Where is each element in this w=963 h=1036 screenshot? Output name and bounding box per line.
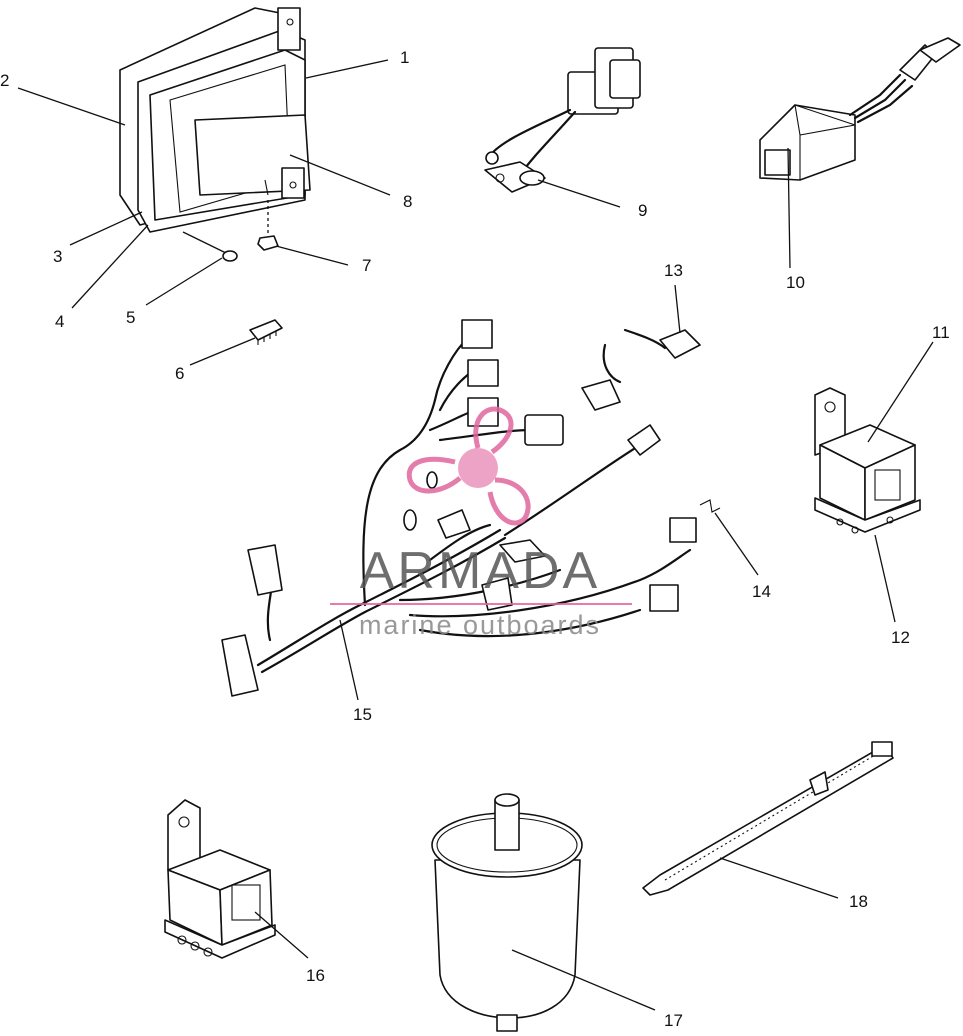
watermark: ARMADA marine outboards — [330, 406, 632, 640]
watermark-tagline: marine outboards — [359, 610, 601, 640]
ecu-module — [119, 7, 311, 233]
relay-11 — [814, 387, 921, 534]
callout-1: 1 — [400, 48, 409, 67]
module-10 — [759, 37, 961, 181]
callout-11: 11 — [932, 323, 950, 342]
callout-labels: 1 2 3 4 5 6 7 8 9 10 11 12 13 14 15 16 1… — [0, 48, 950, 1030]
callout-14: 14 — [752, 582, 771, 601]
callout-12: 12 — [891, 628, 910, 647]
callout-15: 15 — [353, 705, 372, 724]
callout-9: 9 — [638, 201, 647, 220]
connector-13 — [581, 328, 701, 411]
fuel-filter — [431, 793, 583, 1032]
sensor-connector — [484, 47, 641, 193]
callout-5: 5 — [126, 308, 135, 327]
watermark-brand: ARMADA — [360, 542, 600, 600]
callout-10: 10 — [786, 273, 805, 292]
relay-16 — [164, 799, 276, 959]
watermark-logo — [406, 406, 531, 526]
cable-tie — [642, 741, 894, 896]
callout-3: 3 — [53, 247, 62, 266]
callout-4: 4 — [55, 312, 64, 331]
leader-lines — [17, 59, 934, 1011]
clip-14 — [699, 499, 721, 513]
callout-13: 13 — [664, 261, 683, 280]
chip — [249, 319, 283, 345]
callout-2: 2 — [0, 71, 9, 90]
callout-8: 8 — [403, 192, 412, 211]
callout-6: 6 — [175, 364, 184, 383]
nut — [257, 200, 279, 251]
screw — [182, 231, 238, 262]
callout-17: 17 — [664, 1011, 683, 1030]
callout-7: 7 — [362, 256, 371, 275]
callout-18: 18 — [849, 892, 868, 911]
callout-16: 16 — [306, 966, 325, 985]
